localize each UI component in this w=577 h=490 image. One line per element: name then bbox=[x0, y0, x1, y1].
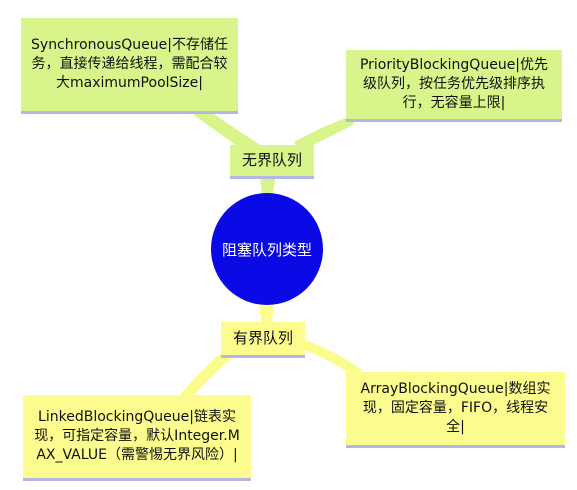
branch-unbounded-queue[interactable]: 无界队列 bbox=[230, 145, 314, 179]
connector-center-to-unbounded bbox=[260, 176, 276, 196]
connector-center-to-bounded bbox=[258, 302, 274, 322]
leaf-linked-blocking-queue[interactable]: LinkedBlockingQueue|链表实现，可指定容量，默认Integer… bbox=[23, 395, 251, 481]
connector-bounded-to-linked bbox=[176, 350, 232, 404]
leaf-priority-blocking-queue-text: PriorityBlockingQueue|优先级队列，按任务优先级排序执行，无… bbox=[359, 57, 549, 111]
center-label: 阻塞队列类型 bbox=[221, 240, 312, 259]
connector-bounded-to-array bbox=[300, 340, 362, 378]
leaf-priority-blocking-queue[interactable]: PriorityBlockingQueue|优先级队列，按任务优先级排序执行，无… bbox=[346, 50, 562, 122]
branch-unbounded-label: 无界队列 bbox=[241, 151, 302, 169]
connector-unbounded-to-synchronous bbox=[190, 104, 262, 152]
connector-unbounded-to-priority bbox=[294, 116, 354, 150]
branch-bounded-label: 有界队列 bbox=[232, 329, 293, 347]
leaf-array-blocking-queue-text: ArrayBlockingQueue|数组实现，固定容量，FIFO，线程安全| bbox=[360, 381, 551, 435]
leaf-array-blocking-queue[interactable]: ArrayBlockingQueue|数组实现，固定容量，FIFO，线程安全| bbox=[346, 372, 565, 448]
leaf-synchronous-queue[interactable]: SynchronousQueue|不存储任务，直接传递给线程，需配合较大maxi… bbox=[21, 18, 238, 114]
center-node[interactable]: 阻塞队列类型 bbox=[211, 193, 323, 305]
leaf-synchronous-queue-text: SynchronousQueue|不存储任务，直接传递给线程，需配合较大maxi… bbox=[31, 37, 228, 91]
leaf-linked-blocking-queue-text: LinkedBlockingQueue|链表实现，可指定容量，默认Integer… bbox=[34, 409, 240, 463]
branch-bounded-queue[interactable]: 有界队列 bbox=[221, 322, 305, 358]
